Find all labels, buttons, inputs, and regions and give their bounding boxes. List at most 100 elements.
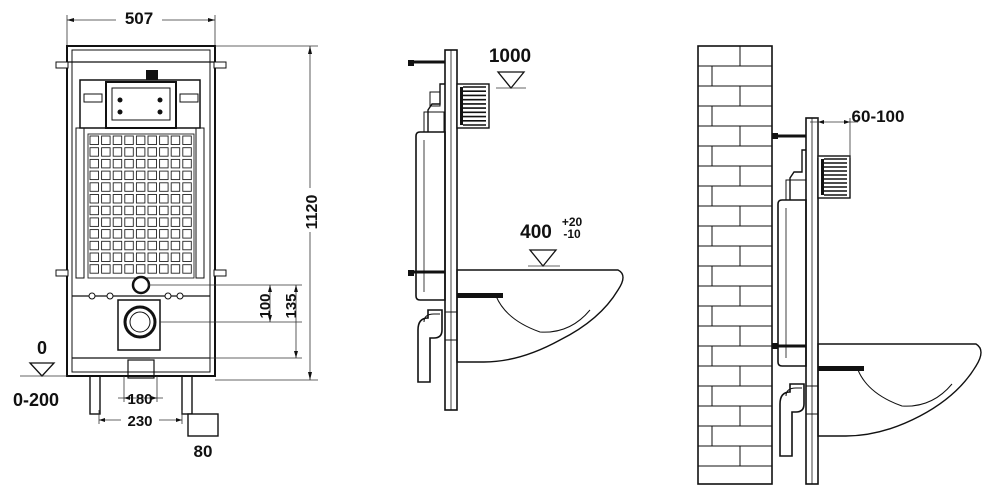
dim-135-label: 135 bbox=[283, 293, 300, 318]
grid-cell bbox=[89, 194, 99, 204]
level-zero-label: 0 bbox=[37, 338, 47, 358]
grid-cell bbox=[182, 264, 192, 274]
grid-cell bbox=[182, 135, 192, 145]
grid-cell bbox=[147, 194, 157, 204]
grid-cell bbox=[135, 158, 146, 169]
dim-width-label: 507 bbox=[125, 9, 153, 28]
grid-cell bbox=[182, 240, 192, 251]
grid-cell bbox=[124, 205, 134, 216]
dim-230-label: 230 bbox=[127, 413, 152, 430]
grid-cell bbox=[89, 217, 99, 227]
grid-cell bbox=[182, 182, 192, 192]
wall-view: 60-100 bbox=[697, 45, 982, 485]
grid-cell bbox=[112, 252, 123, 262]
grid-cell bbox=[89, 182, 99, 192]
grid-cell bbox=[170, 170, 181, 181]
level-marker-400 bbox=[528, 249, 558, 268]
toilet-bowl-wall bbox=[817, 343, 982, 437]
grid-cell bbox=[89, 205, 99, 216]
grid-cell bbox=[182, 205, 192, 216]
grid-cell bbox=[101, 182, 111, 192]
side-view: 1000 400 +20 -10 bbox=[408, 46, 624, 411]
grid-cell bbox=[170, 135, 181, 145]
grid-cell bbox=[124, 158, 134, 169]
grid-cell bbox=[159, 147, 169, 157]
grid-cell bbox=[159, 170, 169, 181]
grid-cell bbox=[89, 147, 99, 157]
grid-cell bbox=[112, 194, 123, 204]
grid-cell bbox=[147, 182, 157, 192]
grid-cell bbox=[135, 170, 146, 181]
grid-cell bbox=[124, 264, 134, 274]
grid-cell bbox=[89, 158, 99, 169]
grid-cell bbox=[135, 240, 146, 251]
dim-100-label: 100 bbox=[257, 293, 274, 318]
height-mark-label: 1000 bbox=[489, 46, 531, 67]
grid-cell bbox=[124, 229, 134, 239]
grid-cell bbox=[101, 264, 111, 274]
grid-cell bbox=[147, 147, 157, 157]
grid-cell bbox=[89, 240, 99, 251]
grid-cell bbox=[159, 194, 169, 204]
grid-cell bbox=[135, 252, 146, 262]
grid-cell bbox=[147, 135, 157, 145]
hatch-edge bbox=[460, 87, 463, 125]
grid-cell bbox=[89, 264, 99, 274]
bowl-tol-plus: +20 bbox=[562, 215, 583, 229]
grid-cell bbox=[101, 147, 111, 157]
grid-cell bbox=[147, 170, 157, 181]
grid-cell bbox=[101, 229, 111, 239]
grid-cell bbox=[147, 205, 157, 216]
grid-cell bbox=[135, 205, 146, 216]
grid-cell bbox=[182, 147, 192, 157]
grid-cell bbox=[124, 252, 134, 262]
grid-cell bbox=[147, 252, 157, 262]
grid-cell bbox=[159, 158, 169, 169]
grid-cell bbox=[124, 182, 134, 192]
grid-cell bbox=[135, 182, 146, 192]
grid-cell bbox=[124, 147, 134, 157]
grid-cell bbox=[101, 205, 111, 216]
grid-cell bbox=[159, 217, 169, 227]
grid-cell bbox=[89, 229, 99, 239]
grid-cell bbox=[182, 217, 192, 227]
grid-cell bbox=[124, 240, 134, 251]
grid-cell bbox=[159, 240, 169, 251]
grid-cell bbox=[170, 182, 181, 192]
grid-cell bbox=[170, 240, 181, 251]
grid-cell bbox=[147, 217, 157, 227]
dim-height-label: 1120 bbox=[304, 195, 321, 230]
grid-cell bbox=[112, 170, 123, 181]
grid-cell bbox=[112, 205, 123, 216]
grid-cell bbox=[159, 205, 169, 216]
grid-cell bbox=[170, 217, 181, 227]
grid-cell bbox=[112, 147, 123, 157]
grid-cell bbox=[147, 158, 157, 169]
grid-cell bbox=[182, 229, 192, 239]
front-view: 507 bbox=[13, 8, 321, 461]
grid-cell bbox=[89, 252, 99, 262]
grid-cell bbox=[101, 252, 111, 262]
grid-cell bbox=[159, 229, 169, 239]
grid-cell bbox=[182, 158, 192, 169]
grid-cell bbox=[124, 217, 134, 227]
grid-cell bbox=[124, 194, 134, 204]
grid-cell bbox=[135, 194, 146, 204]
grid-cell bbox=[135, 264, 146, 274]
grid-cell bbox=[101, 135, 111, 145]
bowl-height-label: 400 bbox=[520, 222, 552, 243]
grid-cell bbox=[170, 158, 181, 169]
grid-cell bbox=[101, 217, 111, 227]
level-marker-front bbox=[28, 362, 56, 377]
grid-cell bbox=[135, 135, 146, 145]
grid-cell bbox=[159, 182, 169, 192]
grid-cell bbox=[101, 170, 111, 181]
grid-cell bbox=[112, 264, 123, 274]
flush-plate-opening bbox=[105, 81, 177, 129]
frame-outer bbox=[66, 45, 216, 377]
grid-cell bbox=[147, 240, 157, 251]
grid-cell bbox=[101, 240, 111, 251]
grid-cell bbox=[147, 229, 157, 239]
grid-cell bbox=[170, 229, 181, 239]
grid-cell bbox=[159, 135, 169, 145]
